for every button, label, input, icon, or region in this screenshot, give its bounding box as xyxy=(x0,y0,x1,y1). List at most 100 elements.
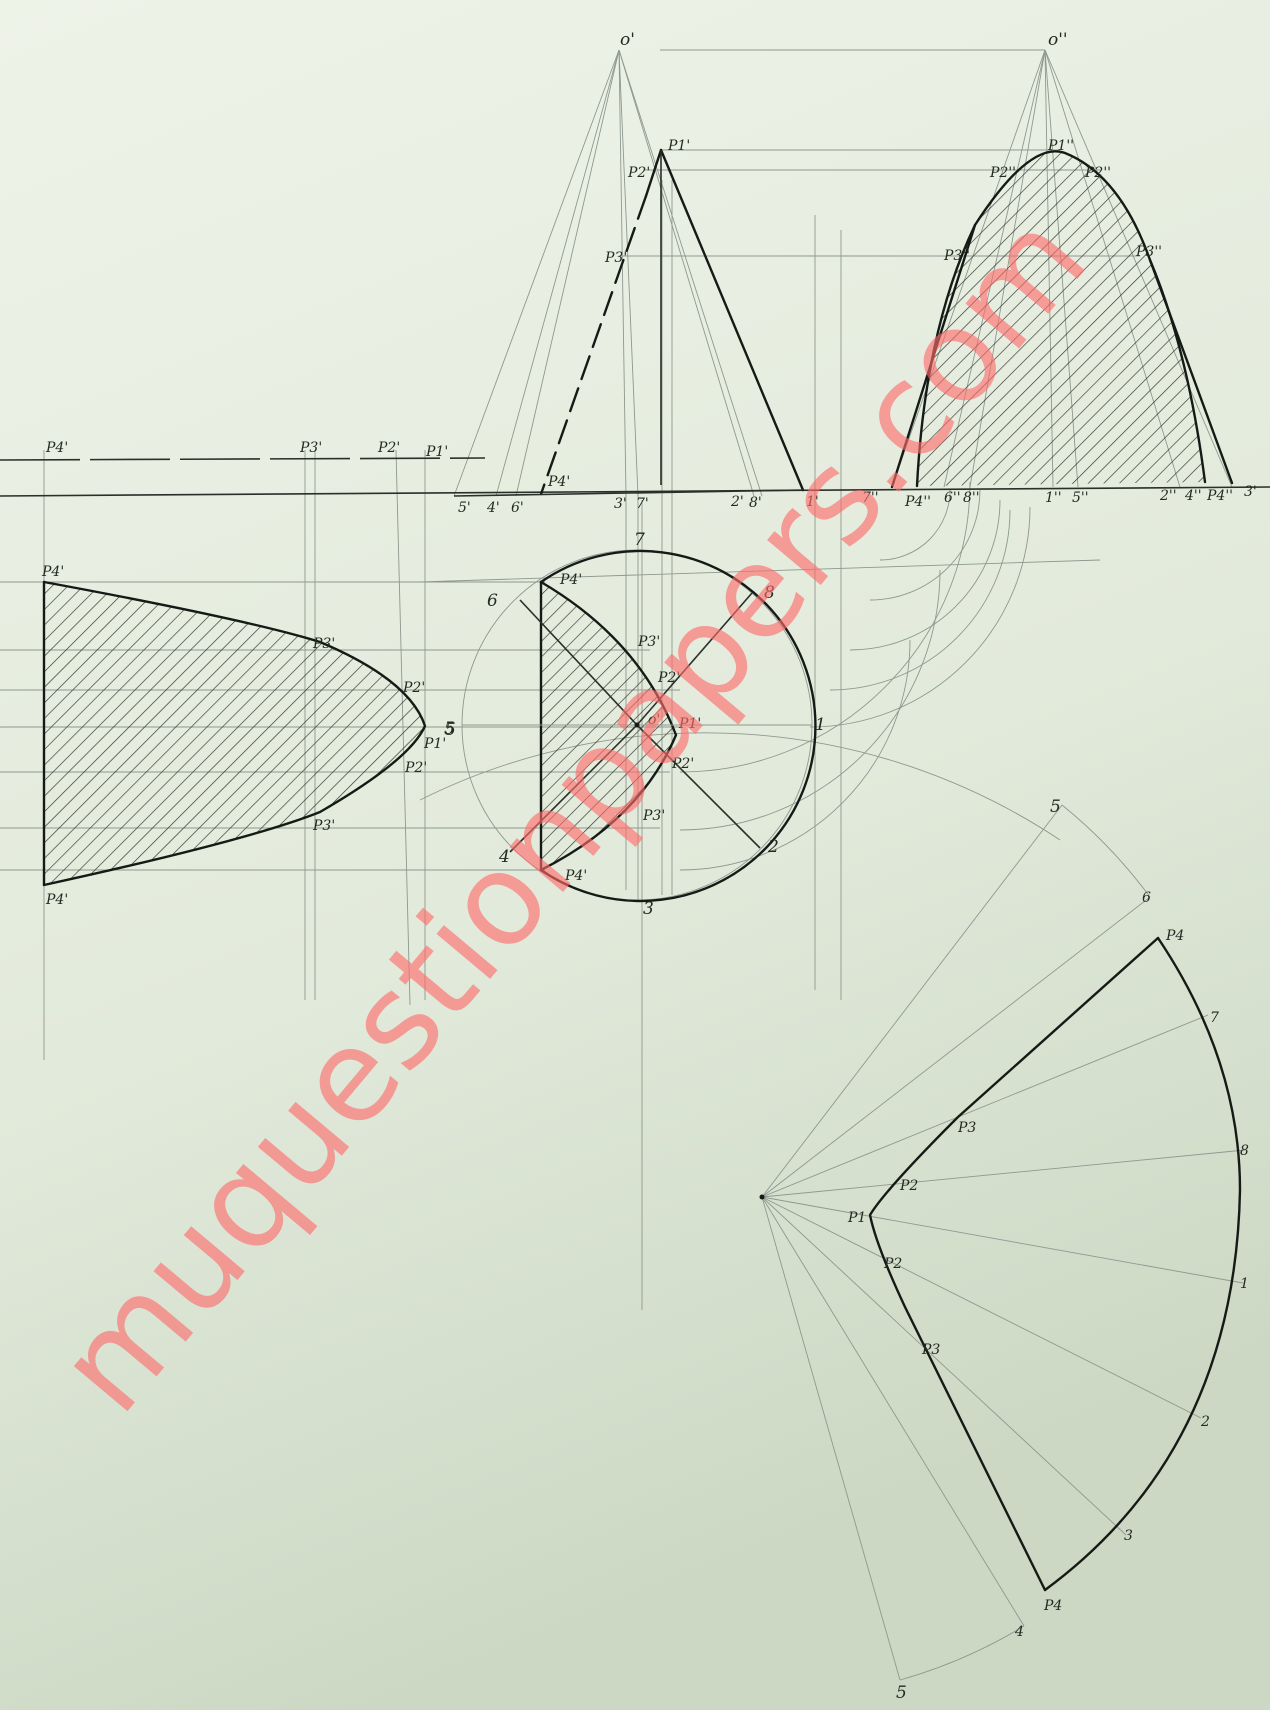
top-section-label: P1' xyxy=(678,716,701,732)
top-view-labels: o' 7 8 1 2 3 4 6 5 P4' P3' P2' P1' P2' P… xyxy=(445,530,826,919)
development-curve-label: P2 xyxy=(899,1178,918,1194)
top-view-section-outline xyxy=(539,580,678,872)
true-shape-ref-label: P2' xyxy=(377,440,400,456)
development-arc xyxy=(1043,936,1242,1592)
front-base-label: 2' xyxy=(730,494,744,510)
front-base-label: 1' xyxy=(806,494,819,510)
side-apex-label: o'' xyxy=(1048,30,1068,50)
top-view-radius-line xyxy=(509,724,638,853)
front-view-labels: o' P1' P2' P3' P4' 5' 4' 6' 3' 7' 2' 8' … xyxy=(458,30,819,516)
development-curve-label: P4 xyxy=(1043,1598,1062,1614)
front-base-label: 5' xyxy=(458,500,471,516)
top-view-radius-line xyxy=(519,599,638,726)
front-p4-label: P4' xyxy=(547,474,570,490)
top-section-label: P4' xyxy=(564,868,587,884)
front-apex-label: o' xyxy=(620,30,635,50)
true-shape-point-label: 5 xyxy=(444,719,455,739)
side-base-label: 8'' xyxy=(963,490,980,506)
side-p2-left-label: P2'' xyxy=(989,165,1016,181)
true-shape-ref-label: P3' xyxy=(299,440,322,456)
front-base-label: 3' xyxy=(614,496,627,512)
front-view-generator-left xyxy=(644,148,663,198)
development-arc-label: 4 xyxy=(1014,1624,1024,1640)
true-shape-point-label: P3' xyxy=(312,636,335,652)
top-view-radius-line xyxy=(636,724,761,849)
true-shape-ref-label: P1' xyxy=(425,444,448,460)
top-circle-label: 4 xyxy=(498,847,510,867)
development-curve-label: P1 xyxy=(847,1210,866,1226)
development-curve-label: P3 xyxy=(957,1120,976,1136)
development-arc-label: 1 xyxy=(1240,1276,1249,1292)
development-arc-label: 8 xyxy=(1240,1143,1249,1159)
side-view-section-hatch xyxy=(917,151,1205,486)
side-base-label: 2'' xyxy=(1159,488,1177,504)
development-cut-curve xyxy=(868,936,1160,1592)
top-circle-label: 3 xyxy=(643,899,654,919)
top-section-label: P4' xyxy=(559,572,582,588)
front-view-cutting-plane xyxy=(539,194,648,496)
front-base-label: 8' xyxy=(749,495,762,511)
top-view-base-circle xyxy=(539,549,817,903)
top-view-center-point xyxy=(634,722,640,728)
side-base-label: 3' xyxy=(1244,484,1257,500)
side-p1-label: P1'' xyxy=(1047,138,1074,154)
side-base-label: 6'' xyxy=(944,490,961,506)
side-view xyxy=(890,150,1234,489)
development-labels: 5 6 7 8 1 2 3 4 5 P4 P3 P2 P1 P2 P3 P4 xyxy=(847,797,1249,1703)
front-p3-label: P3' xyxy=(604,250,627,266)
true-shape-point-label: P2' xyxy=(402,680,425,696)
top-circle-label: 1 xyxy=(815,715,826,735)
true-shape-point-label: P4' xyxy=(45,892,68,908)
true-shape-point-label: P3' xyxy=(312,818,335,834)
top-section-label: P2' xyxy=(671,756,694,772)
xy-reference-line xyxy=(0,486,1270,497)
side-base-label: 1'' xyxy=(1045,490,1062,506)
front-p1-label: P1' xyxy=(667,138,690,154)
top-view-section-hatch xyxy=(541,582,676,870)
true-shape-point-label: P4' xyxy=(41,564,64,580)
side-base-label: 5'' xyxy=(1072,490,1089,506)
true-shape-hatch xyxy=(44,582,425,885)
development-arc-label: 2 xyxy=(1200,1414,1210,1430)
top-section-label: P3' xyxy=(637,634,660,650)
top-center-label: o' xyxy=(648,712,660,728)
development-curve-label: P4 xyxy=(1165,928,1184,944)
top-circle-label: 8 xyxy=(764,583,775,603)
top-circle-label: 2 xyxy=(767,837,779,857)
front-view-generator-right xyxy=(659,148,805,492)
development-arc-label: 5 xyxy=(1050,797,1061,817)
true-shape-point-label: P1' xyxy=(423,736,446,752)
front-view xyxy=(0,148,1270,497)
side-p4-left-label: P4'' xyxy=(904,494,931,510)
true-shape-ref-label: P4' xyxy=(45,440,68,456)
top-section-label: P2' xyxy=(657,670,680,686)
side-view-section-outline xyxy=(915,150,1207,488)
front-view-base-edge xyxy=(453,489,804,497)
top-circle-label: 7 xyxy=(634,530,645,550)
true-shape-view xyxy=(0,457,486,887)
true-shape-point-label: P2' xyxy=(404,760,427,776)
front-base-label: 7' xyxy=(636,496,649,512)
development-view xyxy=(759,936,1242,1592)
side-p3-right-label: P3'' xyxy=(1135,244,1162,260)
side-base-label: 7'' xyxy=(862,490,879,506)
development-arc-label: 5 xyxy=(896,1683,907,1703)
development-arc-label: 7 xyxy=(1210,1010,1219,1026)
development-arc-label: 6 xyxy=(1142,890,1151,906)
true-shape-outline xyxy=(42,580,427,887)
development-curve-label: P2 xyxy=(883,1256,902,1272)
true-shape-reference-line xyxy=(0,457,486,461)
side-p3-left-label: P3'' xyxy=(943,248,970,264)
true-shape-labels: P4' P3' P2' P1' P4' P3' P2' P1' 5 P2' P3… xyxy=(41,440,455,908)
side-p2-right-label: P2'' xyxy=(1084,165,1111,181)
side-base-label: 4'' xyxy=(1184,488,1202,504)
front-p2-label: P2' xyxy=(627,165,650,181)
top-section-label: P3' xyxy=(642,808,665,824)
front-base-label: 6' xyxy=(511,500,524,516)
side-view-right-generator xyxy=(1148,258,1234,485)
side-view-left-generator xyxy=(890,223,977,489)
development-curve-label: P3 xyxy=(921,1342,940,1358)
top-circle-label: 5 xyxy=(445,720,456,740)
